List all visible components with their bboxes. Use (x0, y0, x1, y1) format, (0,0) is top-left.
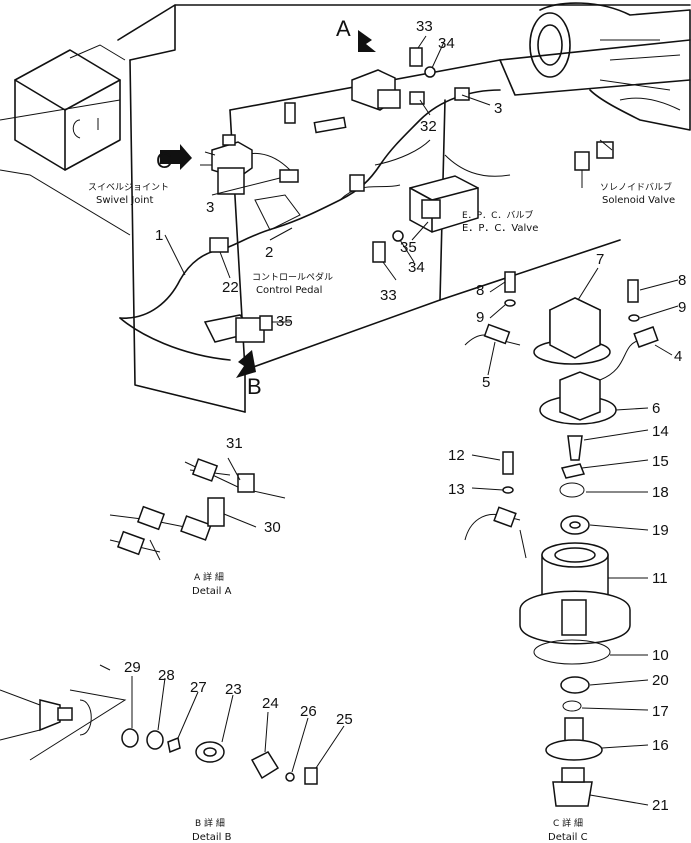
connector-group-a (351, 47, 470, 111)
arrow-c (160, 144, 192, 170)
arrow-b (236, 350, 256, 378)
callout-28: 28 (158, 667, 175, 684)
detail-b-jp: B 詳 細 (195, 817, 225, 829)
clamp-22 (209, 237, 229, 253)
washer-34 (392, 230, 404, 242)
swivel-joint-en: Swivel Joint (96, 195, 154, 206)
callout-20: 20 (652, 672, 669, 689)
control-pedal-en: Control Pedal (256, 285, 322, 296)
transmission (529, 2, 691, 131)
callout-2: 2 (265, 244, 273, 261)
callout-32: 32 (420, 118, 437, 135)
detail-c-drawing (464, 267, 679, 807)
callout-11: 11 (652, 570, 668, 587)
bolt-mid (313, 116, 347, 134)
callout-16: 16 (652, 737, 669, 754)
control-pedal (203, 194, 301, 343)
solenoid-valve-jp: ソレノイドバルブ (600, 181, 672, 193)
callout-7: 7 (596, 251, 604, 268)
callout-4: 4 (674, 348, 682, 365)
detail-a-drawing (109, 457, 286, 561)
swivel-joint-jp: スイベルジョイント (88, 183, 169, 193)
leader-lines-main (164, 35, 613, 323)
solenoid-valve (574, 141, 614, 188)
wiring-harness (119, 89, 501, 319)
callout-31: 31 (226, 435, 243, 452)
callout-22: 22 (222, 279, 239, 296)
callout-8-right: 8 (678, 272, 686, 289)
callout-5: 5 (482, 374, 490, 391)
battery-box (14, 44, 126, 171)
callout-14: 14 (652, 423, 669, 440)
arrow-a (358, 30, 376, 52)
callout-3-right: 3 (494, 100, 502, 117)
callout-3-left: 3 (206, 199, 214, 216)
callout-b: B (247, 374, 262, 399)
callout-18: 18 (652, 484, 669, 501)
callout-34-bottom: 34 (408, 259, 425, 276)
callout-9-right: 9 (678, 299, 686, 316)
callout-30: 30 (264, 519, 281, 536)
callout-29: 29 (124, 659, 141, 676)
callout-13: 13 (448, 481, 465, 498)
callout-34-top: 34 (438, 35, 455, 52)
detail-c-en: Detail C (548, 832, 588, 843)
callout-35-pedal: 35 (276, 313, 293, 330)
callout-17: 17 (652, 703, 669, 720)
clamp-3-left (279, 169, 299, 183)
callout-15: 15 (652, 453, 669, 470)
epc-valve-jp: E．P．C．バルブ (462, 209, 533, 221)
detail-b-en: Detail B (192, 832, 232, 843)
detail-a-jp: A 詳 細 (194, 571, 224, 583)
callout-33-bottom: 33 (380, 287, 397, 304)
control-pedal-jp: コントロールペダル (252, 271, 333, 283)
callout-1: 1 (155, 227, 163, 244)
callout-35-epc: 35 (400, 239, 417, 256)
callout-9-left: 9 (476, 309, 484, 326)
callout-33-top: 33 (416, 18, 433, 35)
solenoid-valve-en: Solenoid Valve (602, 195, 675, 206)
bolt-top (284, 102, 296, 124)
callout-12: 12 (448, 447, 465, 464)
callout-24: 24 (262, 695, 279, 712)
callout-a: A (336, 16, 351, 41)
callout-19: 19 (652, 522, 669, 539)
callout-8-left: 8 (476, 282, 484, 299)
connector-mid (349, 174, 365, 192)
callout-27: 27 (190, 679, 207, 696)
callout-10: 10 (652, 647, 669, 664)
callout-23: 23 (225, 681, 242, 698)
callout-26: 26 (300, 703, 317, 720)
epc-valve (409, 175, 479, 233)
bolt-33 (372, 241, 386, 263)
detail-c-jp: C 詳 細 (553, 817, 583, 829)
callout-21: 21 (652, 797, 669, 814)
detail-a-en: Detail A (192, 586, 232, 597)
callout-25: 25 (336, 711, 353, 728)
callout-c: C (156, 148, 172, 173)
detail-b-drawing (0, 664, 345, 785)
epc-valve-en: E．P．C．Valve (462, 223, 538, 234)
swivel-joint-connector (200, 134, 253, 195)
callout-6: 6 (652, 400, 660, 417)
